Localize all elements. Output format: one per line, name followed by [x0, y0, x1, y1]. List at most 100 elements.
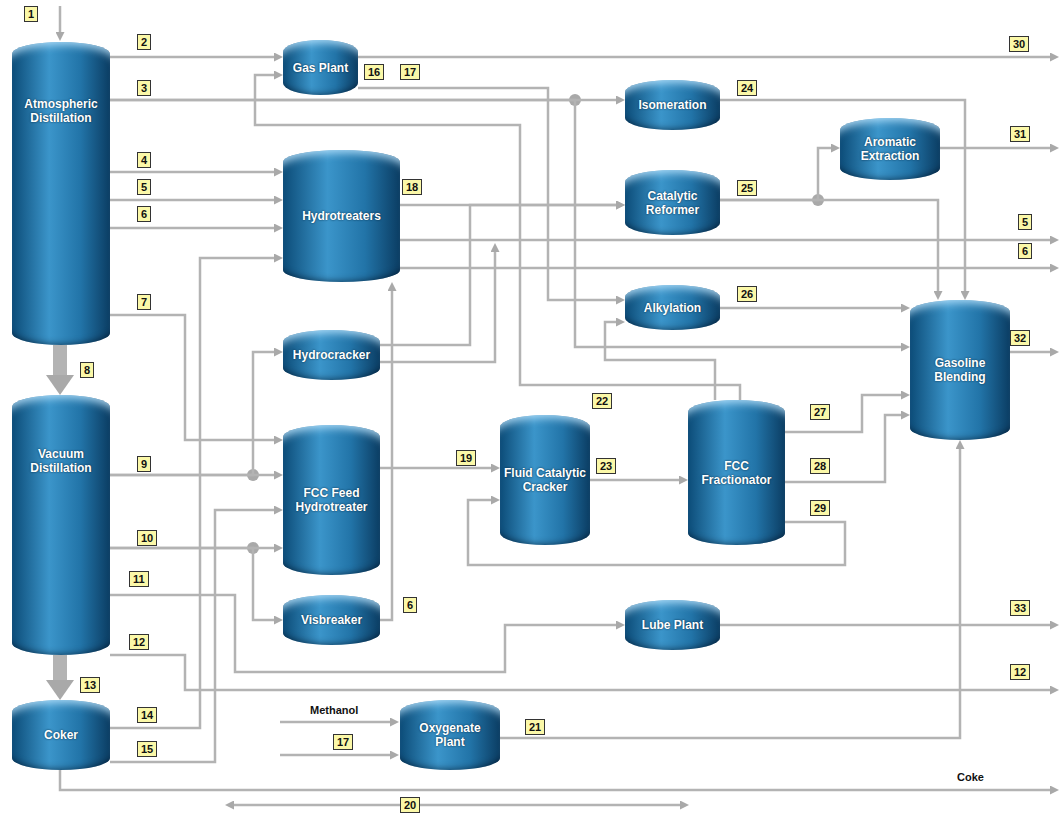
process-unit: Hydrotreaters — [283, 150, 400, 282]
unit-name: Catalytic Reformer — [629, 189, 716, 217]
callout-number: 23 — [596, 458, 616, 474]
output-line — [1010, 351, 1050, 354]
main-flow-arrow — [53, 345, 67, 375]
unit-name: Vacuum Distillation — [16, 447, 106, 475]
callout-number: 14 — [137, 707, 157, 723]
unit-name: Alkylation — [644, 301, 701, 315]
connectors — [60, 57, 965, 762]
callout-number: 30 — [1009, 36, 1029, 52]
callout-number: 25 — [737, 180, 757, 196]
callout-number: 17 — [333, 734, 353, 750]
flow-arrow — [720, 148, 831, 200]
flow-arrow — [110, 199, 274, 202]
callout-number: 24 — [737, 80, 757, 96]
process-unit: Gasoline Blending — [910, 300, 1010, 440]
unit-name: FCC Feed Hydrotreater — [287, 486, 376, 514]
flow-arrow — [720, 307, 901, 310]
unit-name: Hydrotreaters — [302, 209, 381, 223]
flow-arrow — [110, 548, 274, 620]
callout-number: 6 — [403, 597, 417, 613]
callout-number: 7 — [137, 294, 151, 310]
unit-name: Coker — [44, 728, 78, 742]
unit-name: Isomeration — [638, 98, 706, 112]
callout-number: 10 — [137, 530, 157, 546]
unit-name: FCC Fractionator — [692, 459, 781, 487]
callout-number: 15 — [137, 741, 157, 757]
output-lines — [60, 6, 1050, 805]
process-unit: Coker — [12, 700, 110, 770]
callout-number: 5 — [1018, 214, 1032, 230]
callout-number: 32 — [1010, 330, 1030, 346]
flow-arrow — [110, 510, 274, 762]
output-line — [940, 147, 1050, 150]
unit-name: Gasoline Blending — [914, 356, 1006, 384]
flow-arrow — [590, 479, 679, 482]
callout-number: 9 — [137, 456, 151, 472]
process-unit: Aromatic Extraction — [840, 118, 940, 180]
flow-arrow — [110, 595, 616, 672]
flow-arrow — [110, 227, 274, 230]
callout-number: 16 — [364, 64, 384, 80]
main-flow-arrow — [53, 655, 67, 680]
output-line — [720, 624, 1050, 627]
process-unit: Visbreaker — [283, 595, 380, 645]
feed-line — [280, 754, 390, 757]
callout-number: 6 — [1018, 243, 1032, 259]
process-unit: Vacuum Distillation — [12, 395, 110, 655]
callout-number: 29 — [810, 500, 830, 516]
callout-number: 17 — [400, 64, 420, 80]
callout-number: 4 — [137, 152, 151, 168]
callout-number: 28 — [810, 458, 830, 474]
unit-name: Gas Plant — [293, 61, 348, 75]
callout-number: 21 — [525, 719, 545, 735]
process-unit: Gas Plant — [283, 40, 358, 95]
output-line — [358, 56, 1050, 59]
flow-arrow — [110, 258, 274, 728]
callout-number: 18 — [402, 179, 422, 195]
process-unit: Lube Plant — [625, 600, 720, 650]
callout-number: 5 — [137, 179, 151, 195]
process-unit: Atmospheric Distillation — [12, 42, 110, 345]
flow-arrow — [110, 56, 274, 59]
output-line — [400, 267, 1050, 270]
callout-number: 11 — [129, 571, 149, 587]
feed-line — [280, 721, 390, 724]
flow-arrow — [785, 415, 901, 482]
process-unit: FCC Fractionator — [688, 400, 785, 545]
process-unit: Fluid Catalytic Cracker — [500, 415, 590, 545]
flow-arrow — [110, 171, 274, 174]
callout-number: 12 — [129, 634, 149, 650]
callout-number: 2 — [137, 34, 151, 50]
flow-arrow — [110, 352, 274, 475]
flow-arrow — [720, 100, 965, 291]
callout-number: 8 — [80, 362, 94, 378]
flow-arrow — [110, 315, 274, 440]
process-unit: Oxygenate Plant — [400, 700, 500, 770]
feed-line — [59, 6, 62, 32]
coke-line — [60, 770, 1050, 790]
unit-name: Lube Plant — [642, 618, 703, 632]
callout-number: 26 — [737, 286, 757, 302]
process-unit: Catalytic Reformer — [625, 170, 720, 235]
process-unit: FCC Feed Hydrotreater — [283, 425, 380, 575]
callout-number: 12 — [1010, 664, 1030, 680]
flow-arrow — [380, 205, 616, 345]
flow-arrow — [785, 395, 901, 432]
callout-number: 27 — [810, 404, 830, 420]
unit-name: Oxygenate Plant — [404, 721, 496, 749]
flow-arrow — [605, 322, 715, 400]
callout-number: 6 — [137, 206, 151, 222]
callout-number: 20 — [400, 797, 420, 813]
unit-name: Hydrocracker — [293, 348, 370, 362]
unit-name: Fluid Catalytic Cracker — [504, 466, 586, 494]
callout-number: 3 — [137, 80, 151, 96]
process-unit: Hydrocracker — [283, 330, 380, 380]
stream-label: Coke — [955, 771, 986, 783]
callout-number: 19 — [456, 450, 476, 466]
output-line — [400, 239, 1050, 242]
callout-number: 22 — [592, 393, 612, 409]
unit-name: Visbreaker — [301, 613, 362, 627]
flow-arrow — [255, 75, 740, 400]
process-unit: Alkylation — [625, 285, 720, 330]
callout-number: 31 — [1010, 126, 1030, 142]
